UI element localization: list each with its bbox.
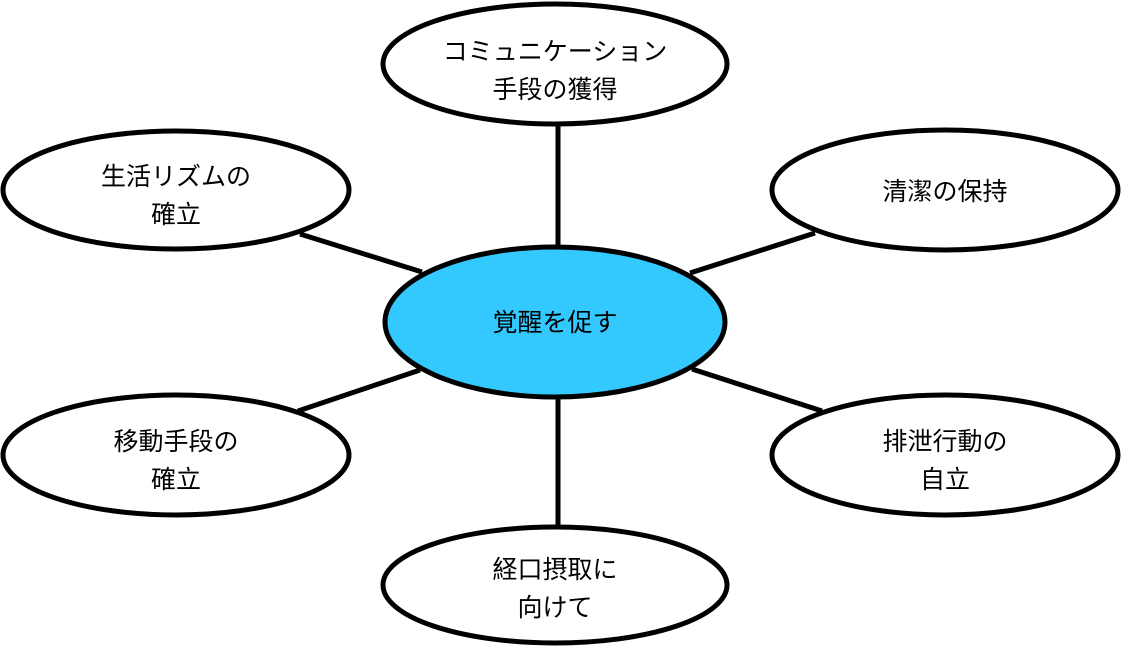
connector-top-right bbox=[689, 230, 816, 276]
center-node: 覚醒を促す bbox=[382, 244, 728, 400]
node-label-line2: 自立 bbox=[920, 465, 970, 494]
node-label-line1: 生活リズムの bbox=[101, 162, 251, 191]
connector-top-left bbox=[299, 231, 423, 275]
node-bottom-right: 排泄行動の 自立 bbox=[769, 392, 1121, 518]
node-label-line2: 確立 bbox=[151, 465, 201, 494]
node-label-line2: 確立 bbox=[151, 200, 201, 229]
node-label-line1: コミュニケーション bbox=[443, 37, 668, 66]
node-bottom-left: 移動手段の 確立 bbox=[0, 392, 352, 518]
node-label-line2: 手段の獲得 bbox=[492, 75, 617, 104]
node-top-right: 清潔の保持 bbox=[769, 127, 1121, 253]
node-bottom: 経口摂取に 向けて bbox=[380, 524, 730, 646]
node-label-line2: 向けて bbox=[517, 593, 592, 622]
connector-bottom-left bbox=[297, 367, 421, 414]
connectors bbox=[297, 124, 823, 528]
node-top-left: 生活リズムの 確立 bbox=[0, 128, 352, 252]
node-top: コミュニケーション 手段の獲得 bbox=[380, 1, 730, 127]
connector-bottom-right bbox=[691, 366, 823, 414]
node-label-line1: 清潔の保持 bbox=[882, 177, 1007, 206]
node-label-line1: 経口摂取に bbox=[492, 555, 617, 584]
center-label: 覚醒を促す bbox=[492, 308, 617, 337]
node-label-line1: 移動手段の bbox=[113, 427, 238, 456]
node-label-line1: 排泄行動の bbox=[882, 427, 1007, 456]
